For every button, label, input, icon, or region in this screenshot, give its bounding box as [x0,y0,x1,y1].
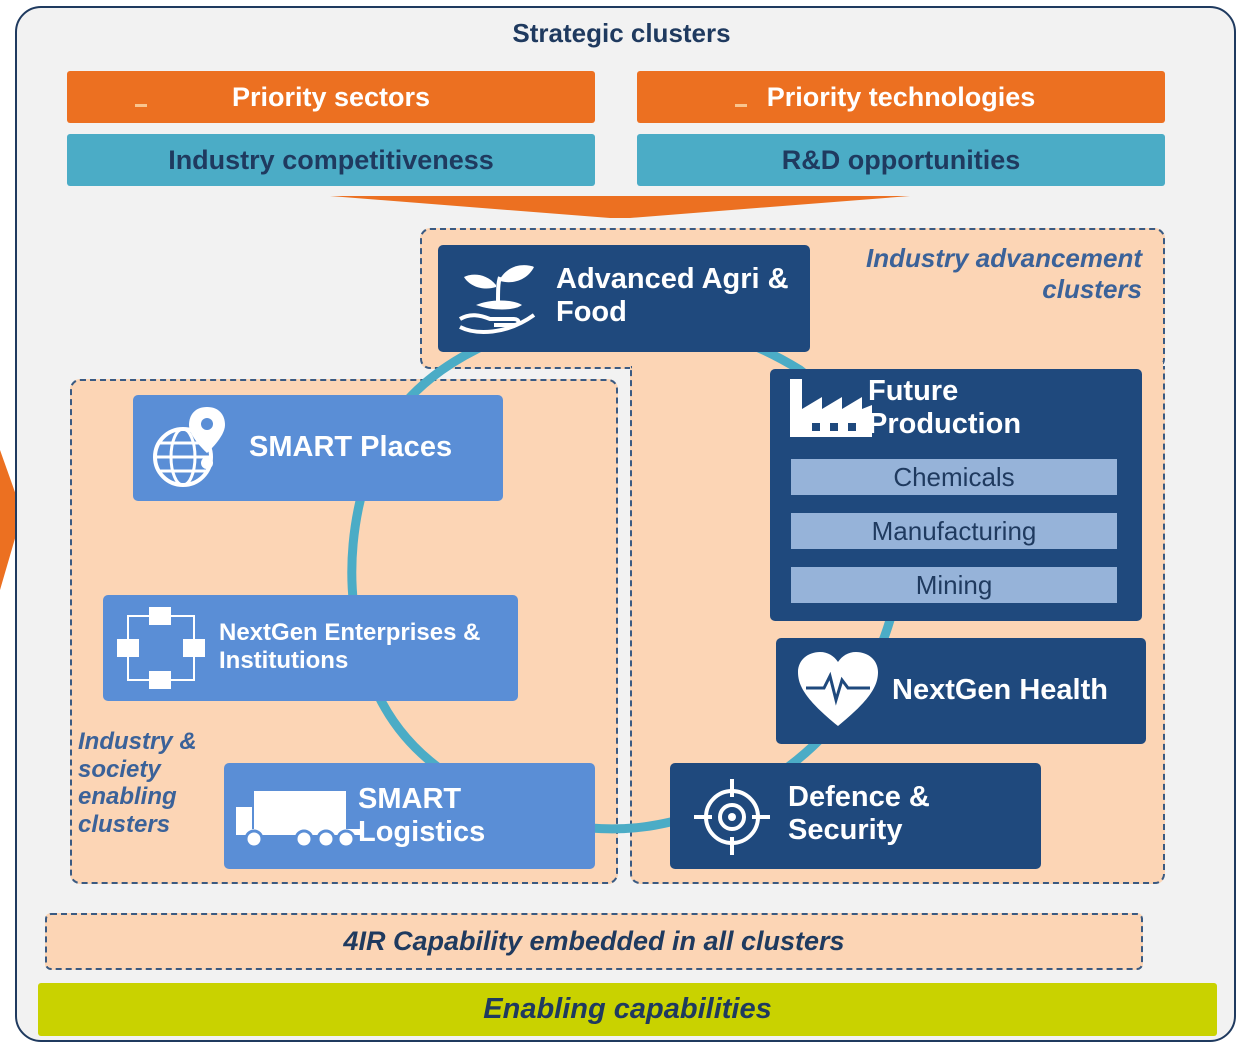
sub-cluster-chemicals: Chemicals [791,459,1117,495]
nextgen-enterprises-cluster: NextGen Enterprises & Institutions [103,595,518,701]
nextgen-enterprises-label: NextGen Enterprises & Institutions [219,619,481,674]
nextgen-health-cluster: NextGen Health [776,638,1146,744]
globe-pin-icon [153,407,225,487]
region-join-cover [632,362,1163,372]
rd-opportunities-label: R&D opportunities [781,144,1021,175]
priority-technologies-label: Priority technologies [766,81,1036,112]
plant-hand-icon [458,265,536,334]
page-title: Strategic clusters [512,18,731,48]
future-production-label: Future Production [868,375,1022,441]
sub-cluster-mining: Mining [791,567,1117,603]
smart-logistics-cluster: SMART Logistics [224,763,595,869]
defence-security-cluster: Defence & Security [670,763,1041,869]
process-cycle-icon [117,607,205,689]
rd-opportunities-bar: R&D opportunities [637,134,1165,186]
factory-icon [790,379,872,437]
enabling-capabilities-label: Enabling capabilities [483,993,772,1025]
priority-sectors-bar: Priority sectors [67,71,595,123]
priority-sectors-label: Priority sectors [231,81,431,112]
capability-band-label: 4IR Capability embedded in all clusters [343,926,845,956]
nextgen-health-label: NextGen Health [892,674,1108,706]
defence-security-label: Defence & Security [788,781,930,847]
priority-technologies-bar: Priority technologies [637,71,1165,123]
left-edge-arrow [0,450,16,590]
smart-places-label: SMART Places [249,431,453,463]
industry-advancement-label: Industry advancement clusters [866,243,1142,305]
industry-competitiveness-label: Industry competitiveness [168,144,494,175]
enabling-capabilities-bar: Enabling capabilities [38,983,1217,1036]
heart-pulse-icon [798,652,878,726]
agri-food-cluster: Advanced Agri & Food [438,245,810,352]
capability-band: 4IR Capability embedded in all clusters [45,913,1143,970]
industry-competitiveness-bar: Industry competitiveness [67,134,595,186]
future-production-cluster: Future Production Chemicals Manufacturin… [770,369,1142,621]
truck-icon [236,791,360,849]
sub-cluster-manufacturing: Manufacturing [791,513,1117,549]
priority-technologies-tick [735,104,747,107]
smart-places-cluster: SMART Places [133,395,503,501]
smart-logistics-label: SMART Logistics [358,783,486,849]
priority-sectors-tick [135,104,147,107]
agri-food-label: Advanced Agri & Food [556,263,789,329]
funnel-arrow [330,196,910,218]
industry-society-label: Industry & society enabling clusters [78,728,197,838]
target-icon [694,779,770,855]
